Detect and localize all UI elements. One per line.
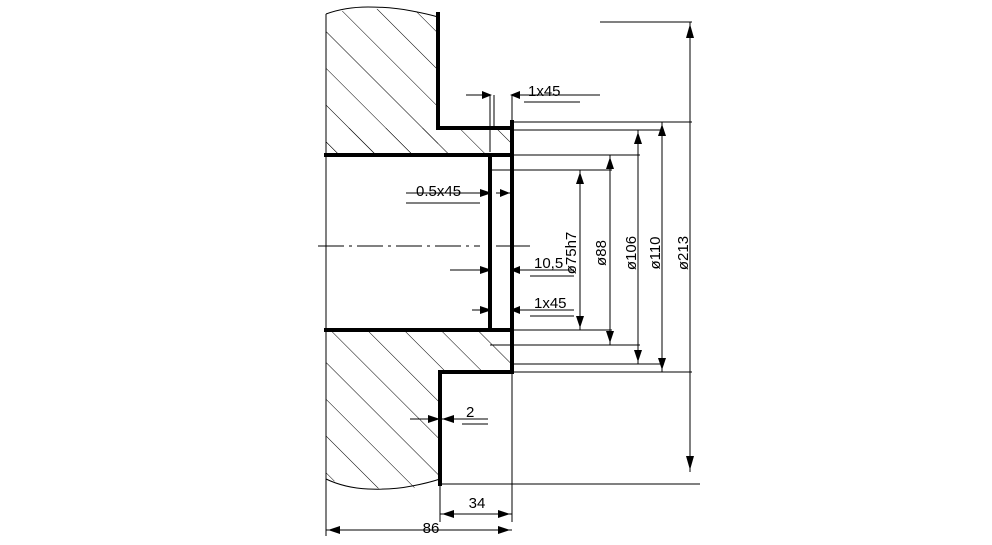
chamfer-bottom-label: 1x45 (534, 295, 567, 312)
arrow-dia75-top (576, 172, 584, 184)
arrow-bore-chamfer-left (480, 189, 492, 197)
arrow-dia110-bot (658, 358, 666, 370)
arrow-bore-chamfer-right (500, 189, 510, 197)
break-line-bottom (325, 478, 441, 490)
arrow-dia106-top (634, 132, 642, 144)
arrow-flange-right (510, 266, 520, 274)
arrow-dia106-bot (634, 350, 642, 362)
flange-width-label: 10,5 (534, 255, 563, 272)
chamfer-bore-label: 0.5x45 (416, 183, 461, 200)
arrow-dia110-top (658, 124, 666, 136)
arrow-86-left (328, 526, 340, 534)
dim-dia-213 (600, 21, 692, 472)
length-86-label: 86 (423, 520, 440, 537)
section-hatch-top (326, 8, 512, 155)
arrow-86-right (498, 526, 510, 534)
dia-110-label: ø110 (647, 236, 664, 269)
arrow-dia213-bot (686, 456, 694, 470)
dia-106-label: ø106 (623, 236, 640, 270)
arrow-34-left (442, 510, 454, 518)
arrow-step-left (428, 415, 440, 423)
arrow-dia213-top (686, 24, 694, 38)
arrow-flange-left (480, 266, 492, 274)
step-depth-label: 2 (466, 404, 474, 421)
dimension-label-layer: 1x45 0.5x45 10,5 1x45 2 34 86 ø75h7 ø88 ø106 ø110 ø… (416, 83, 692, 537)
arrow-34-right (498, 510, 510, 518)
break-line-top (325, 6, 439, 18)
arrow-dia75-bot (576, 316, 584, 328)
arrow-dia88-bot (606, 331, 614, 343)
flange-thin-lines (440, 121, 700, 485)
chamfer-top-label: 1x45 (528, 83, 561, 100)
dia-88-label: ø88 (593, 240, 610, 266)
arrow-dia88-top (606, 157, 614, 169)
arrow-chamfer-top-right (510, 91, 520, 99)
flange-step-outline (488, 153, 514, 332)
dia-75h7-label: ø75h7 (563, 232, 580, 275)
dia-213-label: ø213 (675, 236, 692, 270)
arrow-chamfer-top-left (482, 91, 492, 99)
dim-chamfer-top (466, 94, 600, 152)
arrow-chamfer-bottom-right (510, 306, 520, 314)
section-hatch-bottom (326, 330, 512, 489)
length-34-label: 34 (469, 495, 486, 512)
dim-length-86 (325, 479, 512, 536)
arrow-chamfer-bottom-left (480, 306, 492, 314)
arrow-step-right (442, 415, 454, 423)
